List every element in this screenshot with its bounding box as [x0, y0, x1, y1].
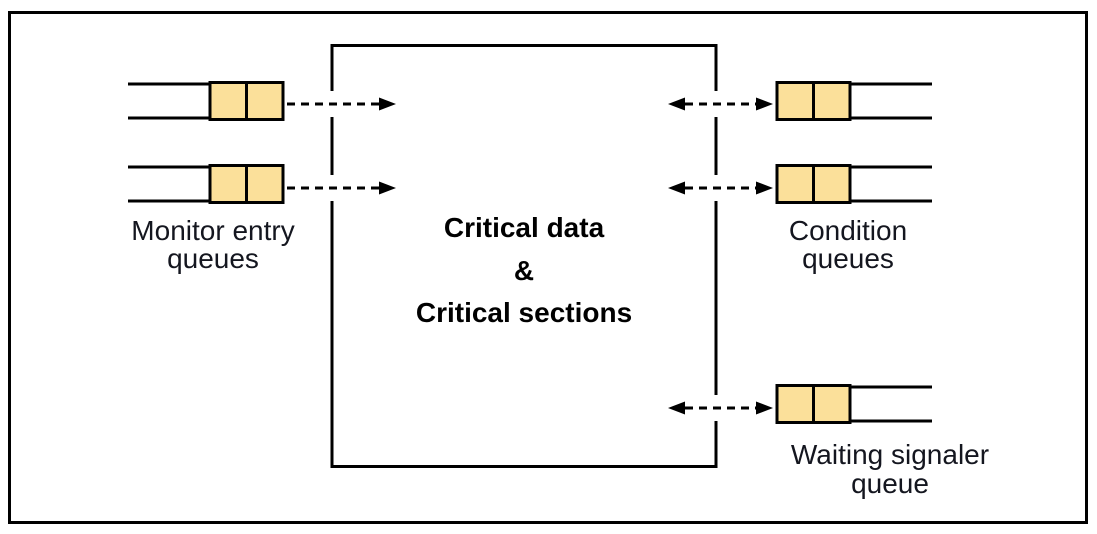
condition-arrow-1	[668, 97, 773, 111]
condition-queues-label: Condition queues	[789, 215, 907, 274]
waiting-signaler-label-line2: queue	[851, 468, 929, 499]
arrowhead-left-icon	[668, 181, 685, 195]
arrowhead-right-icon	[756, 97, 773, 111]
entry-arrow-1	[287, 97, 396, 111]
condition-queues-label-line1: Condition	[789, 215, 907, 246]
waiting-signaler-label: Waiting signaler queue	[791, 439, 989, 499]
monitor-entry-queue-1	[128, 81, 285, 121]
waiting-signaler-queue	[775, 384, 932, 424]
critical-section-box	[330, 44, 718, 468]
critical-section-label: Critical data & Critical sections	[416, 212, 632, 328]
condition-queues-label-line2: queues	[802, 243, 894, 274]
arrowhead-right-icon	[379, 97, 396, 111]
monitor-entry-queue-2	[128, 164, 285, 204]
waiting-signaler-arrow	[668, 401, 773, 415]
critical-section-label-line3: Critical sections	[416, 297, 632, 328]
outer-border	[8, 11, 1088, 524]
critical-section-label-line1: Critical data	[444, 212, 605, 243]
arrowhead-right-icon	[379, 181, 396, 195]
condition-queue-1	[775, 81, 932, 121]
arrowhead-right-icon	[756, 401, 773, 415]
arrowhead-left-icon	[668, 97, 685, 111]
entry-arrow-2	[287, 181, 396, 195]
arrowhead-left-icon	[668, 401, 685, 415]
condition-arrow-2	[668, 181, 773, 195]
arrowhead-right-icon	[756, 181, 773, 195]
condition-queue-2	[775, 164, 932, 204]
monitor-entry-label: Monitor entry queues	[131, 215, 294, 274]
waiting-signaler-label-line1: Waiting signaler	[791, 439, 989, 470]
critical-section-label-line2: &	[514, 255, 534, 286]
monitor-entry-label-line2: queues	[167, 243, 259, 274]
monitor-entry-label-line1: Monitor entry	[131, 215, 294, 246]
